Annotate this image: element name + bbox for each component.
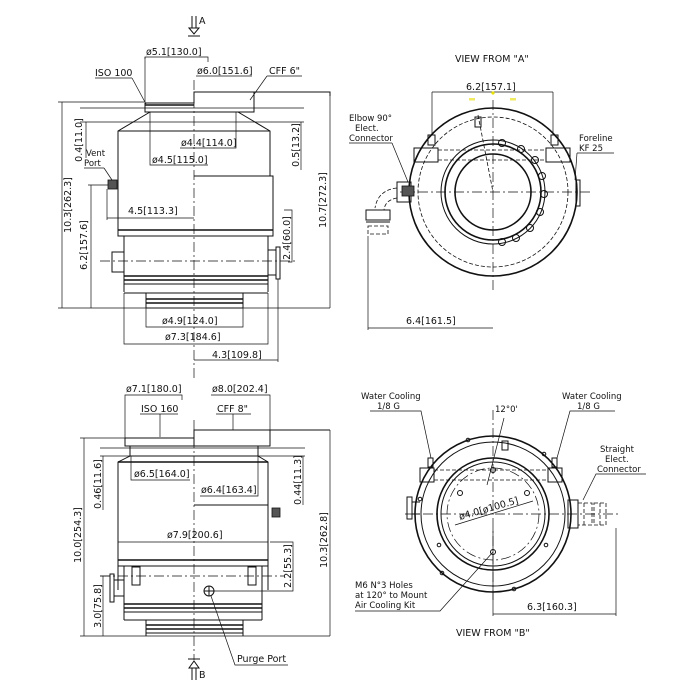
dim-height-iso: 10.3[262.3] bbox=[63, 177, 74, 233]
bracket-right bbox=[545, 147, 571, 163]
bolt-holes bbox=[498, 139, 548, 246]
label-m6-holes: M6 N°3 Holes bbox=[355, 581, 413, 591]
dim-iso-outer-dia: ø5.1[130.0] bbox=[146, 47, 202, 58]
dim-iso-inner-dia-b: ø6.5[164.0] bbox=[134, 469, 190, 480]
label-iso-160: ISO 160 bbox=[141, 404, 178, 415]
label-kf25: KF 25 bbox=[579, 144, 603, 154]
cooling-fins-b bbox=[124, 603, 262, 636]
label-port: Port bbox=[84, 159, 102, 169]
left-port bbox=[111, 251, 125, 273]
view-from-b: VIEW FROM "B" 12°0' ø4.0[ø100.5] bbox=[355, 392, 646, 639]
dim-height-cff-b: 10.3[262.8] bbox=[319, 512, 330, 568]
dim-height-iso-b: 10.0[254.3] bbox=[73, 507, 84, 563]
foreline-flange bbox=[275, 246, 281, 280]
vent-port bbox=[107, 179, 118, 190]
label-cff-6: CFF 6" bbox=[269, 66, 300, 77]
straight-connector bbox=[567, 499, 607, 529]
label-at-120: at 120° to Mount bbox=[355, 591, 428, 601]
view-b-title: VIEW FROM "B" bbox=[456, 628, 530, 639]
dim-cff-inner-dia-b: ø6.4[163.4] bbox=[201, 485, 257, 496]
label-iso-100: ISO 100 bbox=[95, 68, 132, 79]
elbow-connector bbox=[365, 181, 415, 235]
foreline-flange-a bbox=[575, 179, 581, 207]
label-elect: Elect. bbox=[355, 124, 379, 134]
label-elbow: Elbow 90° bbox=[349, 114, 392, 124]
label-water-size-right: 1/8 G bbox=[577, 402, 600, 412]
dim-cff-outer-dia: ø6.0[151.6] bbox=[197, 66, 253, 77]
label-connector-b: Connector bbox=[597, 465, 641, 475]
dim-base-inner-dia: ø4.9[124.0] bbox=[162, 316, 218, 327]
label-elect-b: Elect. bbox=[605, 455, 629, 465]
label-water-cooling-left: Water Cooling bbox=[361, 392, 421, 402]
dim-flange-height-cff: 0.5[13.2] bbox=[291, 123, 302, 167]
dim-body-dia: ø7.3[184.6] bbox=[165, 332, 221, 343]
label-water-size-left: 1/8 G bbox=[377, 402, 400, 412]
view-a-title: VIEW FROM "A" bbox=[455, 54, 529, 65]
dim-iso-outer-dia-b: ø7.1[180.0] bbox=[126, 384, 182, 395]
marker-equal-left bbox=[469, 98, 475, 101]
cooling-fins bbox=[124, 275, 268, 309]
label-vent: Vent bbox=[86, 149, 106, 159]
label-water-cooling-right: Water Cooling bbox=[562, 392, 622, 402]
dim-angle: 12°0' bbox=[495, 405, 518, 415]
side-view-bottom: ø7.1[180.0] ø8.0[202.4] ISO 160 CFF 8" bbox=[73, 384, 331, 681]
label-foreline: Foreline bbox=[579, 134, 613, 144]
foreline-flange-b bbox=[109, 573, 115, 603]
dim-foreline-height-b: 3.0[75.8] bbox=[93, 584, 104, 628]
water-fitting-left bbox=[419, 467, 435, 483]
dim-purge-height: 2.2[55.3] bbox=[283, 544, 294, 588]
dim-flange-height-cff-b: 0.44[11.3] bbox=[293, 455, 304, 505]
foreline-flange-b-view bbox=[406, 496, 413, 520]
label-connector: Connector bbox=[349, 134, 393, 144]
bracket-left bbox=[413, 147, 439, 163]
dim-vent-height: 6.2[157.6] bbox=[79, 220, 90, 270]
dim-cff-inner-dia: ø4.4[114.0] bbox=[181, 138, 237, 149]
dim-flange-height-iso: 0.4[11.0] bbox=[74, 118, 85, 162]
label-purge-port: Purge Port bbox=[237, 654, 286, 665]
section-arrow-b: B bbox=[188, 658, 206, 681]
dim-iso-inner-dia: ø4.5[115.0] bbox=[152, 155, 208, 166]
water-fitting-right bbox=[547, 467, 563, 483]
section-arrow-a: A bbox=[187, 16, 206, 37]
dim-foreline-height: 2.4[60.0] bbox=[282, 216, 293, 260]
label-straight: Straight bbox=[600, 445, 635, 455]
dim-body-dia-b: ø7.9[200.6] bbox=[167, 530, 223, 541]
label-air-cooling: Air Cooling Kit bbox=[355, 601, 416, 611]
section-label-a: A bbox=[199, 16, 206, 27]
marker-equal-right bbox=[510, 98, 516, 101]
dim-connector-offset-b: 6.3[160.3] bbox=[527, 602, 577, 613]
dim-flange-height-iso-b: 0.46[11.6] bbox=[93, 459, 104, 509]
vent-port-b bbox=[271, 507, 281, 518]
dim-height-cff: 10.7[272.3] bbox=[318, 172, 329, 228]
dim-foreline-offset: 4.3[109.8] bbox=[212, 350, 262, 361]
dim-connector-offset-a: 6.4[161.5] bbox=[406, 316, 456, 327]
dim-vent-offset: 4.5[113.3] bbox=[128, 206, 178, 217]
label-cff-8: CFF 8" bbox=[217, 404, 248, 415]
dim-cff-outer-dia-b: ø8.0[202.4] bbox=[212, 384, 268, 395]
side-view-top: A ø5.1[130.0] ISO 100 ø6.0[151.6] CFF 6" bbox=[58, 16, 331, 380]
dim-bracket-span: 6.2[157.1] bbox=[466, 82, 516, 93]
section-label-b: B bbox=[199, 670, 206, 681]
marker-dot bbox=[491, 91, 495, 95]
dim-bolt-circle: ø4.0[ø100.5] bbox=[458, 495, 520, 522]
view-from-a: VIEW FROM "A" 6.2[157.1] bbox=[349, 54, 614, 330]
